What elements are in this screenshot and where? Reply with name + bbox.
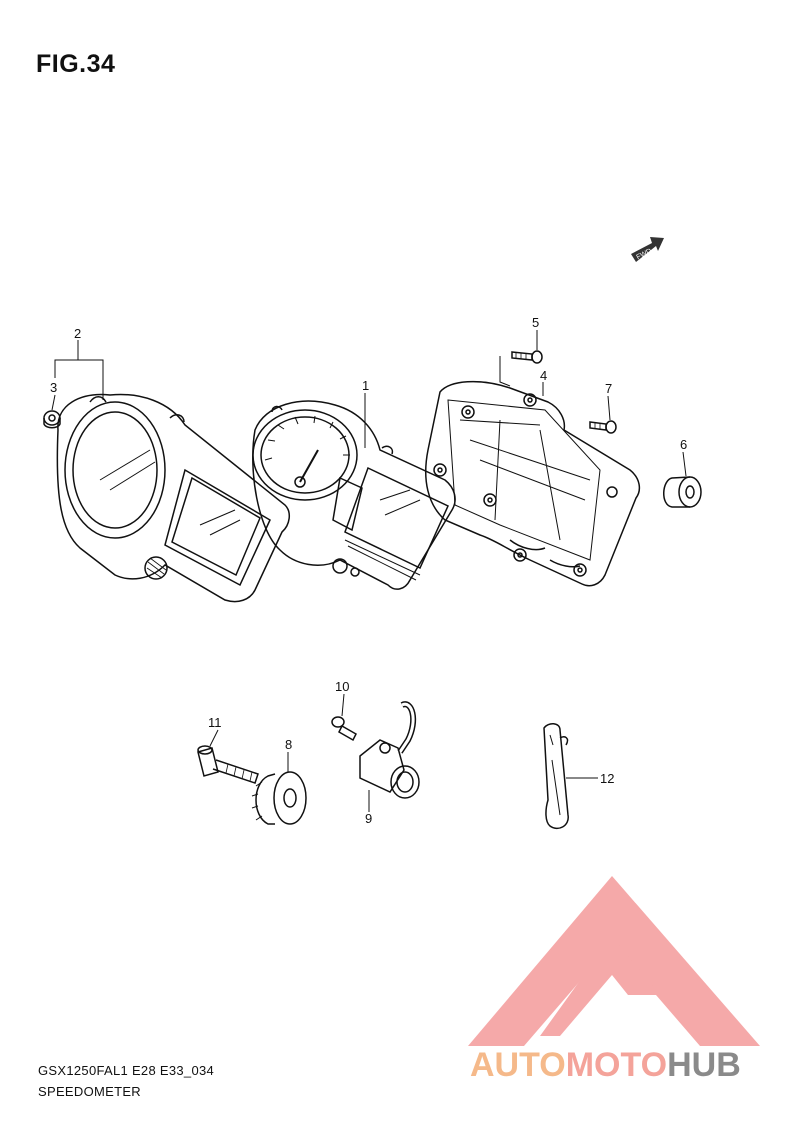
callout-7: 7 [605,381,612,396]
part-5-screw [511,350,543,364]
callout-1: 1 [362,378,369,393]
callout-4: 4 [540,368,547,383]
part-12-clamp [543,723,569,830]
part-11-bolt [197,745,259,784]
part-2-meter-cover [56,393,290,603]
callout-3: 3 [50,380,57,395]
part-7-screw [589,420,617,434]
fwd-arrow-icon: FWD [631,237,664,262]
fwd-label: FWD [636,248,653,261]
callout-labels: 1 2 3 4 5 6 7 8 9 10 11 12 [50,315,687,826]
part-4-meter-case [425,380,641,587]
callout-8: 8 [285,737,292,752]
callout-5: 5 [532,315,539,330]
callout-9: 9 [365,811,372,826]
watermark-logo-icon [468,876,760,1046]
model-code: GSX1250FAL1 E28 E33_034 [38,1063,215,1078]
figure-title: FIG.34 [36,50,116,78]
callout-10: 10 [335,679,349,694]
part-3-grommet [43,410,61,429]
part-10-screw [331,716,357,742]
callout-11: 11 [208,715,222,730]
leader-lines [51,330,687,812]
part-9-speed-sensor [359,701,420,799]
section-name: SPEEDOMETER [38,1084,141,1099]
callout-2: 2 [74,326,81,341]
watermark-wordmark: AUTOMOTOHUB [470,1046,741,1084]
part-8-gear [251,771,307,825]
callout-6: 6 [680,437,687,452]
part-1-meter-assembly [252,400,456,590]
part-6-grommet [663,476,702,508]
callout-12: 12 [600,771,614,786]
